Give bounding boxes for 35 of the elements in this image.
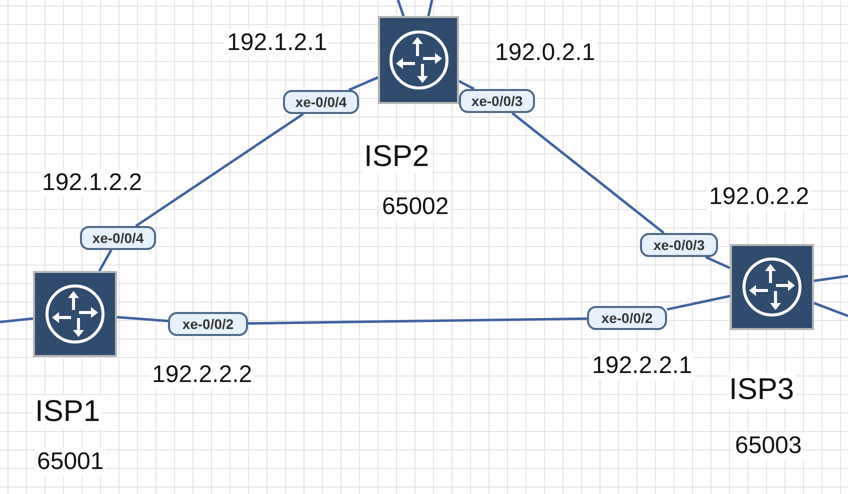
interface-label: xe-0/0/3 (640, 233, 718, 257)
interface-label: xe-0/0/4 (80, 226, 156, 250)
as-number: 65003 (733, 432, 804, 460)
as-number: 65001 (35, 448, 106, 476)
link-line (135, 112, 304, 228)
ip-address: 192.1.2.1 (225, 29, 330, 57)
link-line (248, 317, 588, 325)
link-line (427, 0, 434, 16)
link-line (0, 317, 34, 324)
ip-address: 192.2.2.1 (590, 352, 694, 380)
link-line (814, 274, 848, 282)
link-line (98, 249, 112, 272)
link-line (116, 316, 168, 322)
link-line (511, 112, 665, 234)
link-line (814, 302, 848, 318)
link-line (458, 80, 475, 90)
interface-label: xe-0/0/2 (168, 312, 248, 336)
router-name: ISP2 (362, 140, 432, 174)
interface-label: xe-0/0/3 (459, 89, 535, 113)
interface-label: xe-0/0/2 (587, 306, 667, 330)
ip-address: 192.2.2.2 (150, 361, 254, 389)
link-line (666, 294, 730, 311)
interface-label: xe-0/0/4 (283, 90, 359, 114)
router-box (33, 271, 117, 357)
ip-address: 192.0.2.1 (493, 39, 598, 67)
ip-address: 192.0.2.2 (707, 183, 812, 211)
router-name: ISP1 (33, 395, 102, 429)
ip-address: 192.1.2.2 (40, 169, 144, 197)
link-line (705, 256, 731, 270)
link-line (348, 76, 378, 92)
as-number: 65002 (380, 193, 451, 221)
router-box (378, 16, 459, 104)
link-line (396, 0, 405, 16)
router-box (730, 244, 814, 330)
router-name: ISP3 (727, 373, 796, 407)
